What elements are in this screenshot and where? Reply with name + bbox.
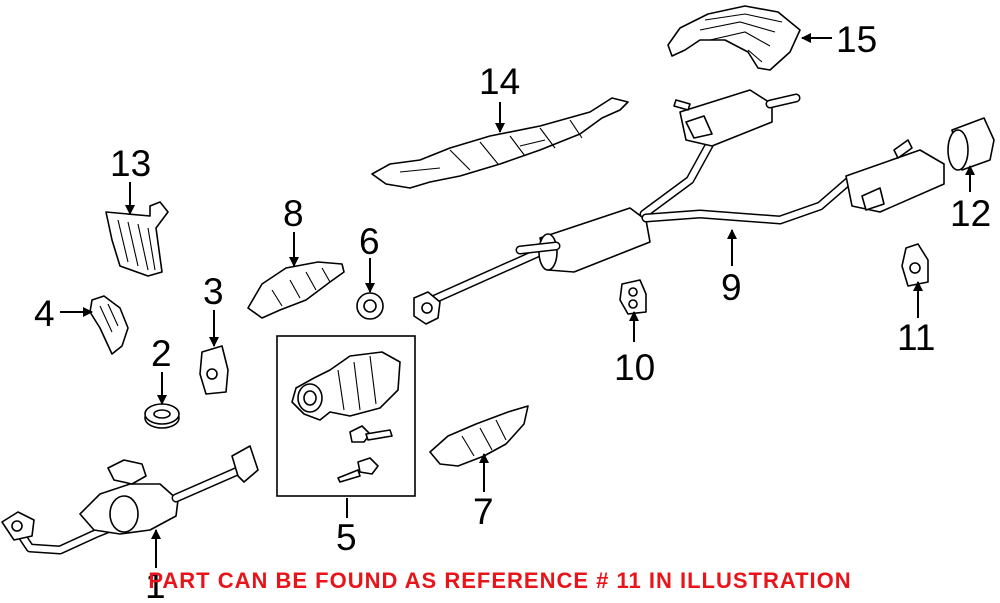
callout-5: 5 [336,517,357,558]
callout-9: 9 [721,267,742,308]
callout-6: 6 [359,221,380,262]
part-11-hanger [901,243,929,287]
callout-13: 13 [110,143,151,184]
callout-7: 7 [473,491,494,532]
part-7-heat-shield [429,405,529,467]
callout-11: 11 [897,317,935,358]
callout-1: 1 [145,565,166,603]
callout-3: 3 [203,271,224,312]
callout-numbers: 1 2 3 4 5 6 7 8 9 10 11 12 13 14 15 [34,19,991,603]
part-12-exhaust-tip [947,117,995,171]
callout-8: 8 [283,193,304,234]
leader-lines [60,33,975,568]
part-9-muffler-assembly [413,89,945,325]
reference-note: PART CAN BE FOUND AS REFERENCE # 11 IN I… [148,568,852,593]
part-13-heat-shield [105,201,169,277]
part-3-hanger [199,345,229,395]
part-4-bracket [89,295,129,355]
callout-10: 10 [614,347,655,388]
callout-12: 12 [950,193,991,234]
part-15-heat-shield [667,5,801,71]
callout-2: 2 [151,333,172,374]
callout-4: 4 [34,293,55,334]
callout-14: 14 [479,61,520,102]
part-14-heat-shield [371,97,629,189]
part-6-gasket [356,292,384,320]
part-1-front-pipe [1,445,259,555]
part-2-gasket [144,403,180,429]
part-10-hanger [619,279,647,315]
part-8-heat-shield [247,261,345,319]
part-5-converter-group [276,335,416,497]
callout-15: 15 [836,19,877,60]
